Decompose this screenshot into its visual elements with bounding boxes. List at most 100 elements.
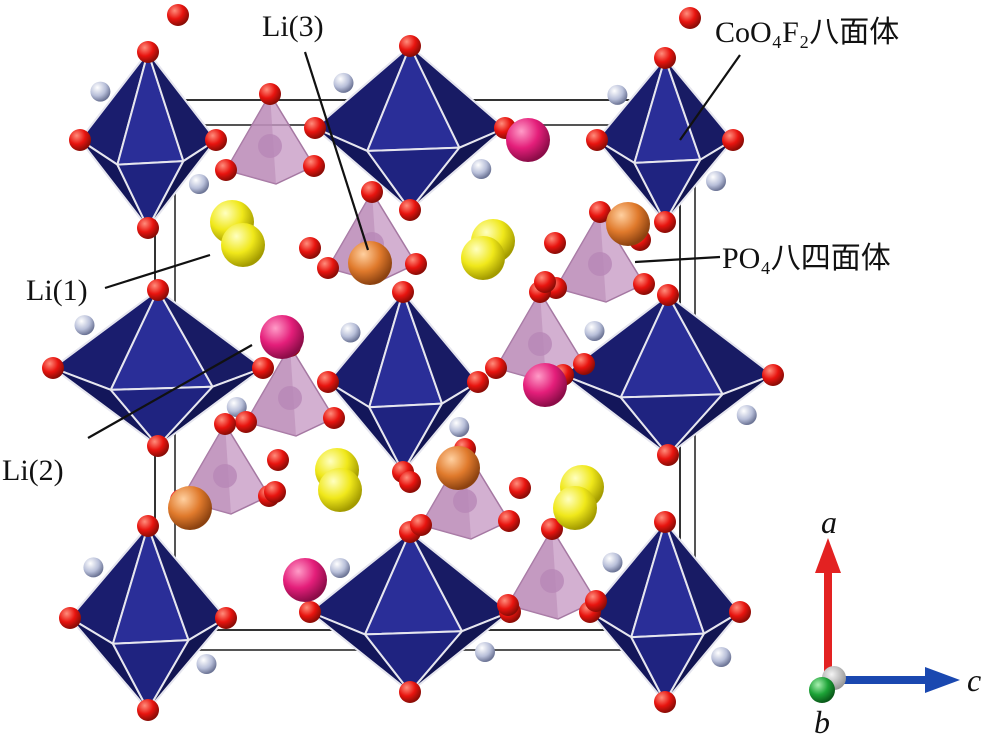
axis-label-b: b bbox=[814, 704, 830, 740]
oxygen-atom bbox=[69, 129, 91, 151]
atoms-layer bbox=[42, 4, 784, 721]
fluorine-atom bbox=[736, 405, 757, 425]
oxygen-atom bbox=[303, 155, 325, 177]
oxygen-atom bbox=[399, 681, 421, 703]
oxygen-atom bbox=[235, 411, 257, 433]
octahedron-face bbox=[409, 611, 511, 693]
oxygen-atom bbox=[392, 281, 414, 303]
fluorine-atom bbox=[471, 159, 492, 179]
phosphorus-atom bbox=[453, 489, 477, 513]
li1-atom bbox=[221, 223, 265, 267]
oxygen-atom bbox=[722, 129, 744, 151]
fluorine-atom bbox=[584, 321, 605, 341]
li3-atom bbox=[606, 202, 650, 246]
po4-tetrahedron bbox=[506, 527, 598, 620]
leader-li2 bbox=[87, 344, 253, 439]
li3-atom bbox=[436, 446, 480, 490]
coo4f2-octahedron bbox=[78, 48, 218, 231]
oxygen-atom bbox=[657, 444, 679, 466]
phosphorus-atom bbox=[528, 332, 552, 356]
oxygen-atom bbox=[654, 211, 676, 233]
phosphorus-atom bbox=[278, 386, 302, 410]
li2-atom bbox=[260, 315, 304, 359]
oxygen-atom bbox=[299, 601, 321, 623]
oxygen-atom bbox=[467, 371, 489, 393]
label-coo4f2-octahedron: CoO₄F₂八面体 bbox=[715, 16, 900, 49]
oxygen-atom bbox=[304, 117, 326, 139]
li1-atom bbox=[318, 468, 362, 512]
oxygen-atom bbox=[544, 232, 566, 254]
fluorine-atom bbox=[711, 647, 732, 667]
leader-lines bbox=[87, 51, 741, 439]
octahedron-face bbox=[664, 139, 734, 223]
li1-atom bbox=[553, 486, 597, 530]
oxygen-atom bbox=[214, 413, 236, 435]
oxygen-atom bbox=[267, 449, 289, 471]
oxygen-atom bbox=[137, 515, 159, 537]
oxygen-atom bbox=[399, 35, 421, 57]
oxygen-atom bbox=[264, 481, 286, 503]
phosphorus-atom bbox=[213, 464, 237, 488]
li1-atom bbox=[461, 236, 505, 280]
leader-coo4f2 bbox=[679, 54, 741, 141]
coo4f2-octahedron bbox=[588, 518, 742, 705]
fluorine-atom bbox=[196, 654, 217, 674]
po4-tetrahedron bbox=[244, 344, 336, 437]
coo4f2-octahedron bbox=[308, 529, 512, 694]
tetrahedron-face bbox=[246, 346, 296, 436]
tetrahedron-face bbox=[226, 94, 276, 184]
oxygen-atom bbox=[654, 691, 676, 713]
oxygen-atom bbox=[137, 217, 159, 239]
coo4f2-octahedron bbox=[326, 288, 480, 475]
oxygen-atom bbox=[205, 129, 227, 151]
oxygen-atom bbox=[497, 594, 519, 616]
oxygen-atom bbox=[399, 199, 421, 221]
fluorine-atom bbox=[706, 171, 726, 191]
po4-tetrahedron bbox=[494, 290, 586, 383]
phosphorus-atom bbox=[258, 134, 282, 158]
fluorine-atom bbox=[83, 557, 104, 578]
leader-li1 bbox=[104, 253, 211, 290]
oxygen-atom bbox=[509, 477, 531, 499]
oxygen-atom bbox=[485, 357, 507, 379]
oxygen-atom bbox=[323, 407, 345, 429]
oxygen-atom bbox=[252, 357, 274, 379]
coo4f2-octahedron bbox=[560, 292, 776, 457]
oxygen-atom bbox=[399, 471, 421, 493]
oxygen-atom bbox=[137, 41, 159, 63]
leader-li3 bbox=[303, 51, 370, 251]
li3-atom bbox=[168, 486, 212, 530]
fluorine-atom bbox=[340, 322, 361, 343]
po4-tetrahedron bbox=[554, 210, 646, 303]
oxygen-atom bbox=[405, 253, 427, 275]
po4-tetrahedron bbox=[224, 92, 316, 185]
tetrahedron-face bbox=[508, 529, 558, 619]
axis-c-arrowhead bbox=[925, 667, 960, 693]
oxygen-atom bbox=[147, 435, 169, 457]
oxygen-atom bbox=[59, 607, 81, 629]
oxygen-atom bbox=[215, 607, 237, 629]
li3-atom bbox=[348, 241, 392, 285]
oxygen-atom bbox=[215, 159, 237, 181]
oxygen-atom bbox=[410, 514, 432, 536]
oxygen-atom bbox=[147, 279, 169, 301]
oxygen-atom bbox=[573, 353, 595, 375]
oxygen-atom bbox=[633, 273, 655, 295]
coo4f2-octahedron bbox=[313, 43, 507, 212]
octahedron-face bbox=[147, 139, 217, 229]
label-po4-tetrahedron: PO₄八四面体 bbox=[722, 242, 891, 275]
li2-atom bbox=[506, 118, 550, 162]
oxygen-atom bbox=[317, 371, 339, 393]
coo4f2-octahedra-layer bbox=[50, 43, 776, 713]
fluorine-atom bbox=[449, 417, 470, 437]
tetrahedron-face bbox=[496, 292, 546, 382]
fluorine-atom bbox=[475, 642, 495, 662]
oxygen-atom bbox=[729, 601, 751, 623]
oxygen-atom bbox=[654, 511, 676, 533]
coo4f2-octahedron bbox=[50, 287, 266, 448]
octahedron-face bbox=[402, 381, 479, 473]
axis-label-a: a bbox=[821, 504, 837, 540]
octahedron-face bbox=[409, 127, 506, 211]
oxygen-atom bbox=[137, 699, 159, 721]
